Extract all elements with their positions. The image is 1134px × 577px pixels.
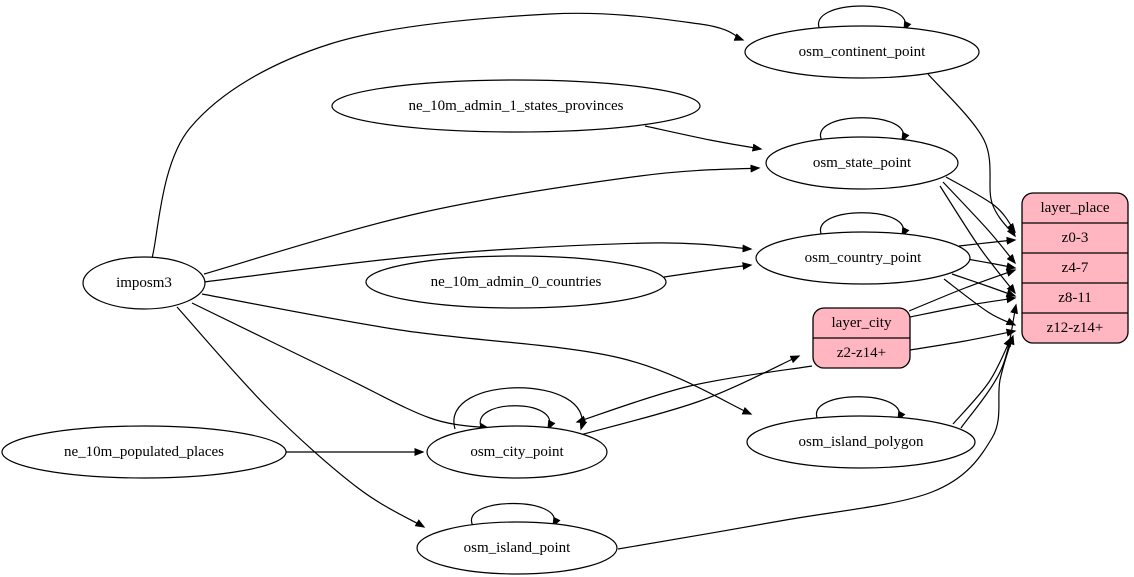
node-label-osm_city_point: osm_city_point (470, 444, 564, 460)
edges-group (151, 5, 1018, 550)
node-label-osm_island_polygon: osm_island_polygon (798, 434, 924, 450)
edge-ne_10m_admin_0_countries-to-osm_country_point (663, 262, 753, 278)
edge-ne_10m_admin_1_states_provinces-to-osm_state_point (644, 125, 763, 152)
edge-layer_city-to-layer_place (909, 295, 1017, 318)
node-shape-osm_state_point (765, 136, 959, 190)
edge-osm_country_point-to-layer_place (951, 273, 1017, 297)
node-shape-osm_city_point (426, 425, 608, 479)
edge-imposm3-to-osm_island_polygon (201, 293, 753, 415)
node-osm_country_point: osm_country_point (755, 231, 971, 285)
record-row-layer_place-4: z12-z14+ (1047, 320, 1104, 336)
edge-osm_island_point-to-layer_place (617, 334, 1015, 550)
node-shape-osm_island_point (416, 521, 618, 575)
edge-osm_continent_point-to-layer_place (927, 73, 1016, 238)
edge-imposm3-to-osm_country_point (203, 242, 753, 283)
record-row-layer_place-2: z4-7 (1062, 260, 1089, 276)
edge-osm_state_point-to-layer_place (942, 181, 1016, 265)
record-row-layer_city-0: layer_city (832, 315, 892, 331)
node-layer_city: layer_city z2-z14+ (812, 307, 911, 369)
node-label-ne_10m_populated_places: ne_10m_populated_places (64, 444, 224, 460)
self-loop-osm_city_point (479, 405, 556, 431)
edge-osm_state_point-to-layer_place (939, 185, 1016, 295)
record-row-layer_city-1: z2-z14+ (837, 345, 886, 361)
node-shape-imposm3 (82, 256, 206, 310)
node-osm_continent_point: osm_continent_point (744, 25, 980, 79)
edge-imposm3-to-osm_state_point (203, 164, 761, 275)
edge-layer_city-to-layer_place (908, 269, 1017, 312)
self-loop-osm_city_point (453, 387, 588, 431)
record-row-layer_place-0: layer_place (1040, 200, 1109, 216)
node-label-osm_island_point: osm_island_point (464, 540, 572, 556)
self-loop-osm_continent_point (817, 5, 912, 32)
self-loop-osm_island_point (470, 502, 561, 528)
edge-layer_city-to-layer_place (909, 328, 1017, 351)
record-box-layer_place (1021, 192, 1129, 344)
record-row-layer_place-3: z8-11 (1058, 290, 1092, 306)
node-label-ne_10m_admin_1_states_provinces: ne_10m_admin_1_states_provinces (409, 98, 624, 114)
node-osm_island_point: osm_island_point (416, 521, 618, 575)
record-row-layer_place-1: z0-3 (1062, 230, 1089, 246)
node-shape-ne_10m_admin_1_states_provinces (331, 79, 701, 133)
node-label-ne_10m_admin_0_countries: ne_10m_admin_0_countries (431, 274, 602, 290)
node-ne_10m_populated_places: ne_10m_populated_places (1, 425, 287, 479)
node-shape-osm_island_polygon (746, 415, 976, 469)
node-shape-ne_10m_admin_0_countries (365, 255, 667, 309)
edge-imposm3-to-osm_continent_point (151, 12, 745, 259)
edge-osm_country_point-to-layer_place (943, 278, 1017, 326)
node-label-osm_country_point: osm_country_point (805, 250, 922, 266)
node-label-imposm3: imposm3 (116, 275, 172, 291)
edge-imposm3-to-osm_city_point (191, 302, 490, 431)
node-osm_state_point: osm_state_point (765, 136, 959, 190)
node-imposm3: imposm3 (82, 256, 206, 310)
edge-osm_state_point-to-layer_place (945, 176, 1016, 234)
node-shape-osm_continent_point (744, 25, 980, 79)
node-label-osm_continent_point: osm_continent_point (799, 44, 926, 60)
node-shape-ne_10m_populated_places (1, 425, 287, 479)
edge-osm_country_point-to-layer_place (966, 258, 1017, 271)
self-loop-osm_island_polygon (815, 396, 906, 422)
edge-layer_city-to-osm_city_point (575, 365, 813, 424)
node-layer_place: layer_place z0-3 z4-7 z8-11 z12-z14+ (1021, 192, 1129, 344)
edge-osm_island_polygon-to-layer_place (960, 303, 1018, 429)
edge-imposm3-to-osm_island_point (176, 306, 426, 528)
nodes-group: imposm3 ne_10m_admin_1_states_provincesne… (1, 25, 1129, 575)
self-loop-osm_country_point (819, 212, 910, 238)
node-label-osm_state_point: osm_state_point (813, 155, 912, 171)
node-ne_10m_admin_0_countries: ne_10m_admin_0_countries (365, 255, 667, 309)
edge-osm_island_polygon-to-layer_place (952, 336, 1012, 425)
self-loop-osm_state_point (819, 117, 910, 143)
node-shape-osm_country_point (755, 231, 971, 285)
node-osm_island_polygon: osm_island_polygon (746, 415, 976, 469)
node-osm_city_point: osm_city_point (426, 425, 608, 479)
node-ne_10m_admin_1_states_provinces: ne_10m_admin_1_states_provinces (331, 79, 701, 133)
edge-osm_country_point-to-layer_place (958, 236, 1017, 247)
edge-osm_city_point-to-layer_city (579, 355, 801, 436)
